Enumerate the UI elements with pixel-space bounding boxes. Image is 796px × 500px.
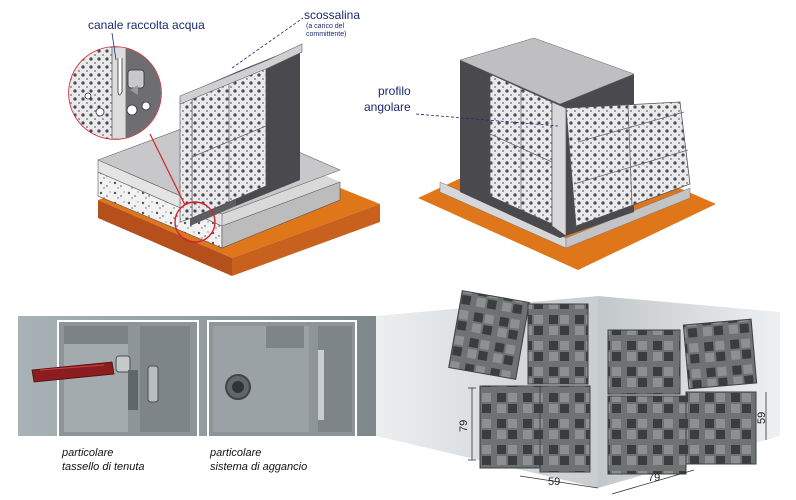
caption-detail-2-line-1: particolare: [210, 447, 262, 459]
label-scossalina: scossalina: [304, 8, 361, 22]
wall-drawing-right: [415, 37, 716, 270]
flashing-cap: [179, 43, 303, 105]
photo-panel: [18, 290, 780, 495]
label-scossalina-note-2: committente): [306, 31, 347, 38]
tile-right-bottom-1: [607, 395, 687, 475]
tile-right-top-1: [607, 329, 681, 395]
tile-right-top-2: [682, 318, 758, 390]
detail-photo-2: [207, 320, 357, 438]
label-scossalina-note-1: (a carico del: [306, 23, 345, 30]
label-profilo: profilo: [378, 84, 411, 98]
detail-callout-circle: [174, 201, 216, 243]
magnified-detail: [68, 46, 162, 140]
dimension-width-left: 59: [548, 476, 561, 488]
tile-left-bottom-2: [539, 385, 591, 473]
detail-photo-1: [57, 320, 199, 438]
corner-profile: [551, 101, 567, 237]
label-canale: canale raccolta acqua: [88, 18, 205, 32]
tile-left-bottom-1: [479, 385, 541, 469]
caption-detail-2-line-2: sistema di aggancio: [210, 461, 308, 473]
dimension-height-right: 59: [756, 411, 768, 424]
tile-right-bottom-2: [685, 391, 757, 465]
dimension-height-left: 79: [458, 419, 470, 432]
tile-left-mid: [527, 303, 589, 385]
red-dowel: [31, 361, 115, 383]
label-angolare: angolare: [364, 100, 411, 114]
tile-left-top: [448, 290, 530, 380]
corner-panels-right: [565, 101, 691, 227]
caption-detail-1-line-1: particolare: [62, 447, 114, 459]
caption-detail-1-line-2: tassello di tenuta: [62, 461, 145, 473]
dimension-width-right: 79: [648, 472, 661, 484]
wall-drawing-left: [68, 17, 380, 276]
